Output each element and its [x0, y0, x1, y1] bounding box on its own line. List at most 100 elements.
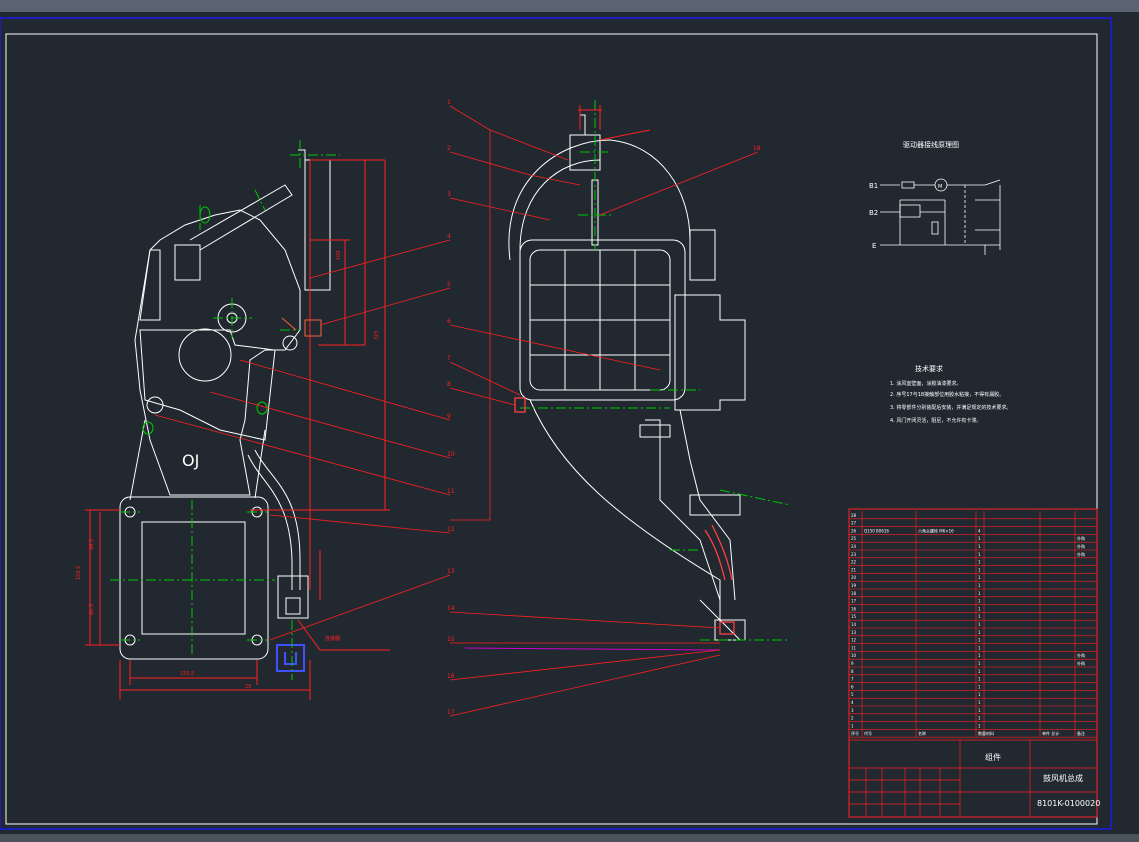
bom-cell-qty: 1 [978, 692, 981, 697]
left-housing-outline [134, 209, 301, 496]
circuit-label-b2: B2 [869, 209, 878, 217]
bom-cell-no: 8 [851, 669, 854, 674]
inner-frame [5, 33, 1098, 825]
bom-cell-no: 9 [851, 661, 854, 666]
left-base-window [141, 521, 246, 635]
lower-bell [529, 399, 721, 630]
left-dim-text: 150.5 25 150.5 96.5 60.5 100 325 连接器 [76, 250, 380, 690]
left-leg-a [129, 419, 146, 501]
bom-cell-qty: 4 [978, 528, 981, 533]
svg-text:60.5: 60.5 [89, 604, 95, 615]
bom-cell-qty: 1 [978, 638, 981, 643]
bottom-connector [689, 494, 741, 516]
left-leg-b [254, 429, 266, 499]
bom-cell-name: 名称 [918, 730, 926, 736]
bom-cell-no: 14 [851, 622, 857, 627]
bom-cell-qty: 1 [978, 684, 981, 689]
tech-line-3: 3. 将零部件分别装配后安装，并满足规定的技术要求。 [890, 404, 1011, 411]
bom-cell-no: 7 [851, 677, 854, 682]
bom-cell-no: 17 [851, 599, 857, 604]
magenta-line [464, 647, 721, 651]
bom-cell-no: 26 [851, 528, 857, 533]
left-wire-2 [247, 454, 293, 590]
svg-text:16: 16 [447, 673, 455, 680]
bom-cell-qty: 1 [978, 630, 981, 635]
top-toolbar-strip [0, 0, 1139, 12]
filter-frame [519, 239, 686, 401]
left-upper-arm [189, 184, 293, 251]
svg-text:96.5: 96.5 [89, 539, 95, 550]
bom-cell-qty: 1 [978, 700, 981, 705]
bom-cell-qty: 1 [978, 560, 981, 565]
bom-cell-no: 23 [851, 552, 857, 557]
svg-text:17: 17 [447, 709, 455, 716]
svg-text:1: 1 [447, 99, 451, 106]
right-box [689, 229, 716, 281]
bom-cell-qty: 1 [978, 723, 981, 728]
circuit-label-m: M [938, 184, 942, 190]
scroll-housing [508, 139, 691, 261]
bom-cell-qty: 1 [978, 669, 981, 674]
bom-cell-no: 16 [851, 606, 857, 611]
svg-text:150.5: 150.5 [76, 566, 82, 580]
bom-cell-code: Q150 B0616 [864, 528, 889, 533]
bom-cell-qty: 1 [978, 599, 981, 604]
bom-cell-weight: 单件 总计 [1042, 730, 1059, 736]
bom-cell-no: 25 [851, 536, 857, 541]
left-connector [277, 575, 309, 619]
left-motor-body [139, 329, 276, 441]
bom-cell-qty: 1 [978, 583, 981, 588]
bom-cell-qty: 1 [978, 708, 981, 713]
bom-cell-no: 18 [851, 591, 857, 596]
left-pivot-2 [282, 335, 298, 351]
lower-duct-2 [679, 409, 736, 601]
bom-cell-no: 20 [851, 575, 857, 580]
bom-cell-qty: 1 [978, 661, 981, 666]
tech-line-2: 2. 序号17与18接触部位用胶水粘接，不得有漏胶。 [890, 391, 1004, 398]
svg-text:12: 12 [447, 526, 455, 533]
left-base-plate [119, 496, 269, 660]
bom-cell-note: 外购 [1077, 535, 1085, 541]
left-view-label: OJ [182, 451, 199, 470]
title-drawing-no: 8101K-0100020 [1037, 799, 1100, 808]
scroll-inner [519, 159, 601, 251]
bom-cell-no: 24 [851, 544, 857, 549]
bom-cell-no: 序号 [851, 730, 859, 736]
title-block [849, 739, 1097, 817]
bom-cell-no: 11 [851, 645, 857, 650]
bom-cell-no: 15 [851, 614, 857, 619]
left-wire [254, 449, 301, 590]
shaft [591, 179, 599, 246]
bom-cell-no: 2 [851, 716, 854, 721]
tech-line-1: 1. 涂风室壁面，涂胶油漆要求。 [890, 380, 961, 387]
middle-top-dim [578, 105, 651, 141]
bom-cell-no: 5 [851, 692, 854, 697]
left-view [119, 149, 331, 660]
callout-numbers: 1 2 3 4 5 6 7 8 9 10 11 12 13 14 15 16 1… [447, 99, 761, 716]
bom-cell-no: 4 [851, 700, 854, 705]
bottom-status-strip [0, 834, 1139, 842]
top-ear [580, 114, 586, 135]
bom-cell-qty: 1 [978, 606, 981, 611]
left-dimensions [85, 159, 390, 700]
bom-cell-qty: 1 [978, 645, 981, 650]
bom-cell-qty: 1 [978, 552, 981, 557]
circuit-label-b1: B1 [869, 182, 878, 190]
clip [639, 424, 671, 438]
svg-text:15: 15 [447, 636, 455, 643]
bom-cell-qty: 1 [978, 575, 981, 580]
lower-duct [645, 419, 721, 601]
bom-cell-no: 22 [851, 560, 857, 565]
svg-text:18: 18 [753, 145, 761, 152]
left-tab [174, 244, 201, 281]
bom-cell-no: 10 [851, 653, 857, 658]
bom-cell-no: 13 [851, 630, 857, 635]
bom-cell-no: 3 [851, 708, 854, 713]
bom-cell-qty: 数量 [978, 730, 986, 736]
bom-cell-qty: 1 [978, 591, 981, 596]
svg-text:连接器: 连接器 [325, 635, 340, 642]
bom-cell-no: 21 [851, 567, 857, 572]
circuit-diagram [880, 178, 1001, 255]
top-bracket [569, 134, 601, 171]
svg-text:25: 25 [245, 684, 251, 690]
